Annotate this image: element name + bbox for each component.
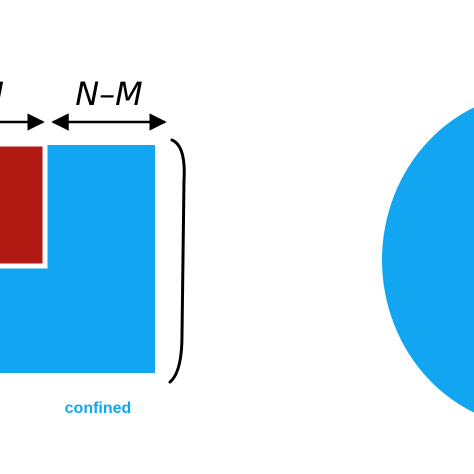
left-dimension-label: M — [0, 75, 4, 113]
right-bracket — [168, 138, 186, 384]
blue-circle — [382, 107, 474, 413]
red-block — [0, 141, 48, 269]
right-dimension-label: N–M — [75, 75, 143, 113]
confined-caption: confined — [65, 400, 132, 417]
